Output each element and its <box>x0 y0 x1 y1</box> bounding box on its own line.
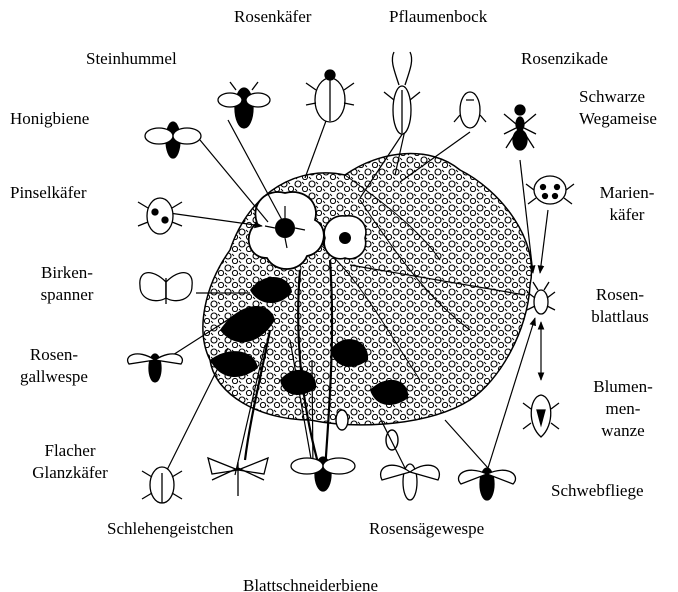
label-line: spanner <box>24 284 110 306</box>
label-rosenblattlaus: Rosen- blattlaus <box>574 284 666 328</box>
label-flacher-glanzkaefer: Flacher Glanzkäfer <box>20 440 120 484</box>
schwebfliege-icon <box>459 468 516 500</box>
label-line: Wegameise <box>579 108 657 130</box>
label-line: Schwarze <box>579 86 657 108</box>
label-line: blattlaus <box>574 306 666 328</box>
pflaumenbock-icon <box>384 52 420 134</box>
schwarze-wegameise-icon <box>504 105 536 150</box>
rosensaegewespe-icon <box>381 464 440 500</box>
glanzkaefer-icon <box>142 467 182 503</box>
rosenzikade-icon <box>454 92 486 128</box>
label-steinhummel: Steinhummel <box>86 48 177 70</box>
marienkaefer-icon <box>526 176 574 204</box>
label-schwebfliege: Schwebfliege <box>551 480 644 502</box>
label-line: käfer <box>592 204 662 226</box>
label-line: Glanzkäfer <box>20 462 120 484</box>
label-marienkaefer: Marien- käfer <box>592 182 662 226</box>
rosengallwespe-icon <box>128 354 183 382</box>
label-blumenwanze: Blumen- men- wanze <box>580 376 666 438</box>
birkenspanner-icon <box>140 273 192 304</box>
rosenblattlaus-icon <box>527 282 555 314</box>
label-line: Marien- <box>592 182 662 204</box>
label-rosenzikade: Rosenzikade <box>521 48 608 70</box>
label-schlehengeistchen: Schlehengeistchen <box>107 518 234 540</box>
honigbiene-icon <box>145 122 201 158</box>
label-honigbiene: Honigbiene <box>10 108 89 130</box>
label-line: Flacher <box>20 440 120 462</box>
label-line: gallwespe <box>6 366 102 388</box>
label-birkenspanner: Birken- spanner <box>24 262 110 306</box>
label-blattschneiderbiene: Blattschneiderbiene <box>243 575 378 592</box>
label-pflaumenbock: Pflaumenbock <box>389 6 487 28</box>
label-line: Birken- <box>24 262 110 284</box>
pinselkaefer-icon <box>138 198 182 234</box>
steinhummel-icon <box>218 82 270 128</box>
label-rosenkaefer: Rosenkäfer <box>234 6 311 28</box>
blumenwanze-icon <box>523 395 559 437</box>
label-line: Rosen- <box>574 284 666 306</box>
label-line: Blumen- <box>580 376 666 398</box>
rosenkaefer-icon <box>306 70 354 122</box>
label-pinselkaefer: Pinselkäfer <box>10 182 86 204</box>
label-line: Rosen- <box>6 344 102 366</box>
wild-rose-bush-illustration <box>203 154 532 470</box>
label-line: wanze <box>580 420 666 438</box>
schlehengeistchen-icon <box>208 458 268 496</box>
blattschneiderbiene-icon <box>291 457 355 491</box>
label-line: men- <box>580 398 666 420</box>
label-rosengallwespe: Rosen- gallwespe <box>6 344 102 388</box>
label-schwarze-wegameise: Schwarze Wegameise <box>579 86 657 130</box>
label-rosensaegewespe: Rosensägewespe <box>369 518 484 540</box>
